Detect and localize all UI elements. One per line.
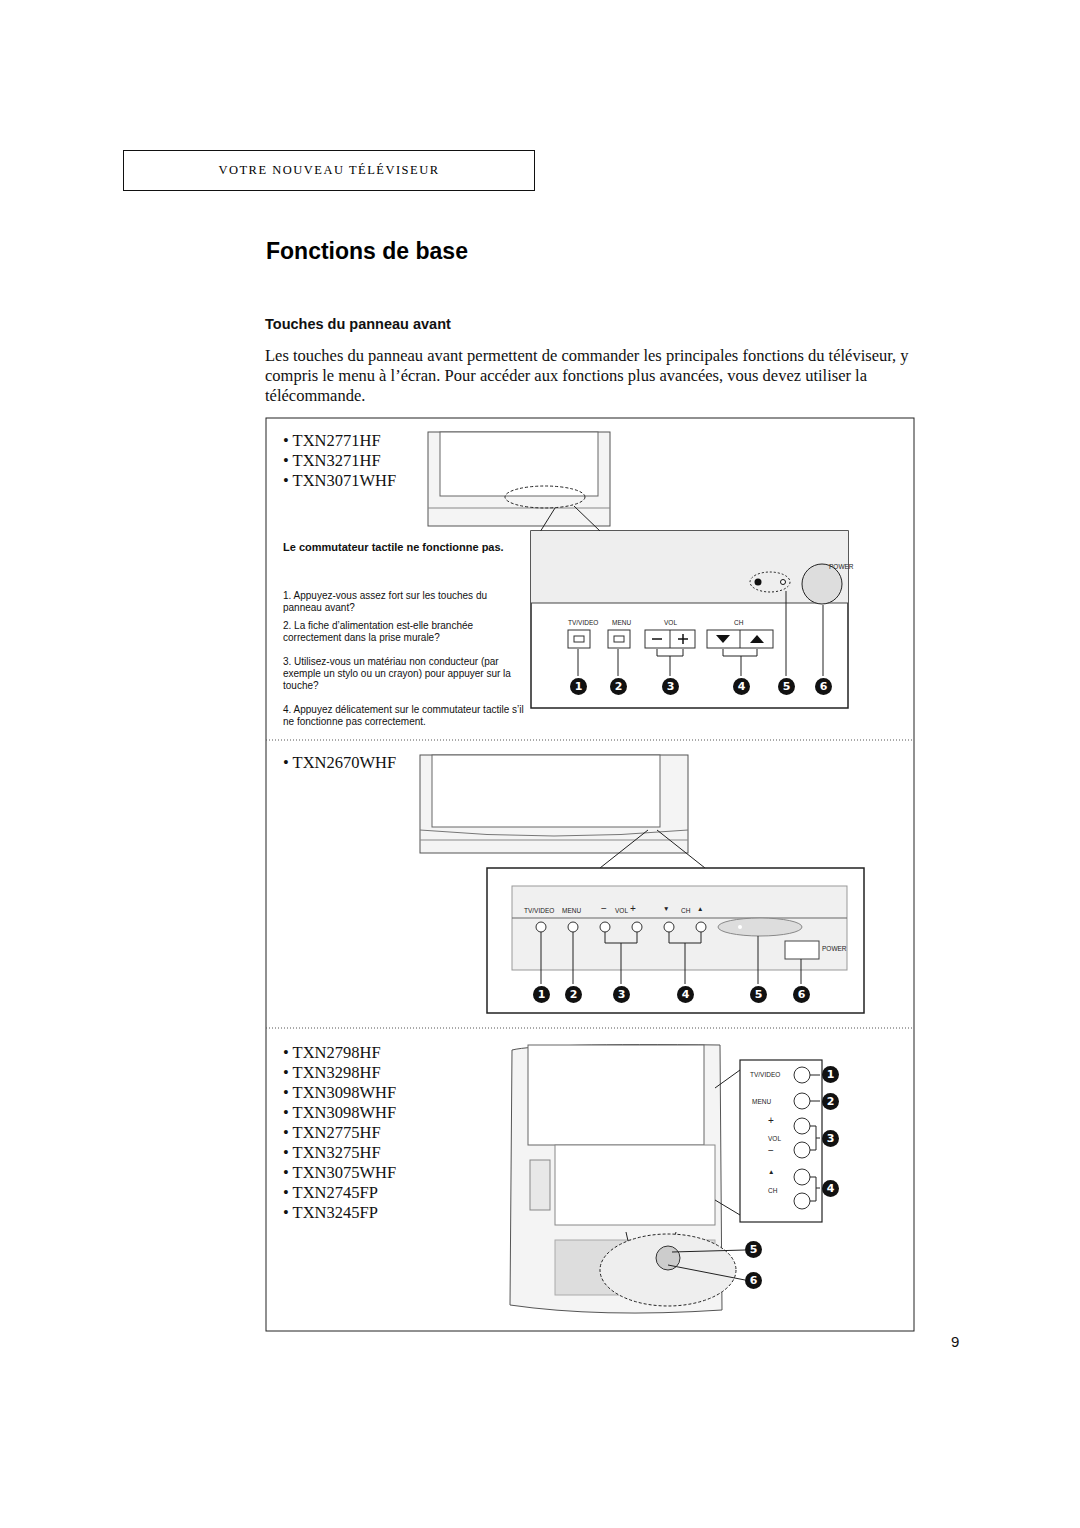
callout-number: 3 — [662, 678, 679, 695]
callout-number: 5 — [750, 986, 767, 1003]
callout-number: 4 — [677, 986, 694, 1003]
model: • TXN2745FP — [283, 1183, 378, 1203]
callout-number: 1 — [533, 986, 550, 1003]
panel-label: TV/VIDEO — [750, 1071, 780, 1078]
panel-label: CH — [681, 907, 690, 914]
model: • TXN2798HF — [283, 1043, 381, 1063]
panel-label: TV/VIDEO — [524, 907, 554, 914]
model: • TXN3275HF — [283, 1143, 381, 1163]
model: • TXN3098WHF — [283, 1103, 396, 1123]
page-number: 9 — [951, 1333, 959, 1350]
panel-label: TV/VIDEO — [568, 619, 598, 626]
model: • TXN2775HF — [283, 1123, 381, 1143]
callout-number: 3 — [822, 1130, 839, 1147]
panel-label: − — [768, 1145, 774, 1156]
model: • TXN2670WHF — [283, 753, 396, 773]
callout-number: 6 — [793, 986, 810, 1003]
panel-label: − — [601, 903, 607, 914]
callout-number: 4 — [822, 1180, 839, 1197]
panel-label: CH — [768, 1187, 777, 1194]
subheading: Touches du panneau avant — [265, 316, 451, 332]
callout-number: 6 — [745, 1272, 762, 1289]
panel-label: VOL — [615, 907, 628, 914]
model: • TXN2771HF — [283, 431, 381, 451]
panel-label: + — [768, 1115, 774, 1126]
panel-label: VOL — [664, 619, 677, 626]
model: • TXN3271HF — [283, 451, 381, 471]
paragraph: Les touches du panneau avant permettent … — [265, 346, 915, 406]
model: • TXN3098WHF — [283, 1083, 396, 1103]
callout-number: 1 — [570, 678, 587, 695]
model: • TXN3298HF — [283, 1063, 381, 1083]
header-text: VOTRE NOUVEAU TÉLÉVISEUR — [218, 163, 439, 178]
note-item: 1. Appuyez-vous assez fort sur les touch… — [283, 590, 523, 614]
callout-number: 4 — [733, 678, 750, 695]
callout-number: 5 — [778, 678, 795, 695]
callout-number: 2 — [822, 1093, 839, 1110]
callout-number: 6 — [815, 678, 832, 695]
callout-number: 2 — [565, 986, 582, 1003]
panel-label: ▲ — [697, 905, 703, 912]
header-box: VOTRE NOUVEAU TÉLÉVISEUR — [123, 150, 535, 191]
model: • TXN3071WHF — [283, 471, 396, 491]
callout-number: 2 — [610, 678, 627, 695]
panel-label: POWER — [829, 563, 854, 570]
callout-number: 5 — [745, 1241, 762, 1258]
model: • TXN3245FP — [283, 1203, 378, 1223]
panel-label: POWER — [822, 945, 847, 952]
panel-label: MENU — [562, 907, 581, 914]
panel-label: MENU — [752, 1098, 771, 1105]
panel-label: MENU — [612, 619, 631, 626]
panel-label: CH — [734, 619, 743, 626]
panel-label: ▲ — [768, 1168, 774, 1175]
callout-number: 3 — [613, 986, 630, 1003]
note-item: 2. La fiche d’alimentation est-elle bran… — [283, 620, 523, 644]
model: • TXN3075WHF — [283, 1163, 396, 1183]
note-item: 4. Appuyez délicatement sur le commutate… — [283, 704, 533, 728]
panel-label: + — [630, 903, 636, 914]
panel-label: VOL — [768, 1135, 781, 1142]
page-title: Fonctions de base — [266, 238, 468, 265]
note-item: 3. Utilisez-vous un matériau non conduct… — [283, 656, 523, 692]
callout-number: 1 — [822, 1066, 839, 1083]
panel-label: ▼ — [663, 905, 669, 912]
note-heading: Le commutateur tactile ne fonctionne pas… — [283, 541, 523, 554]
